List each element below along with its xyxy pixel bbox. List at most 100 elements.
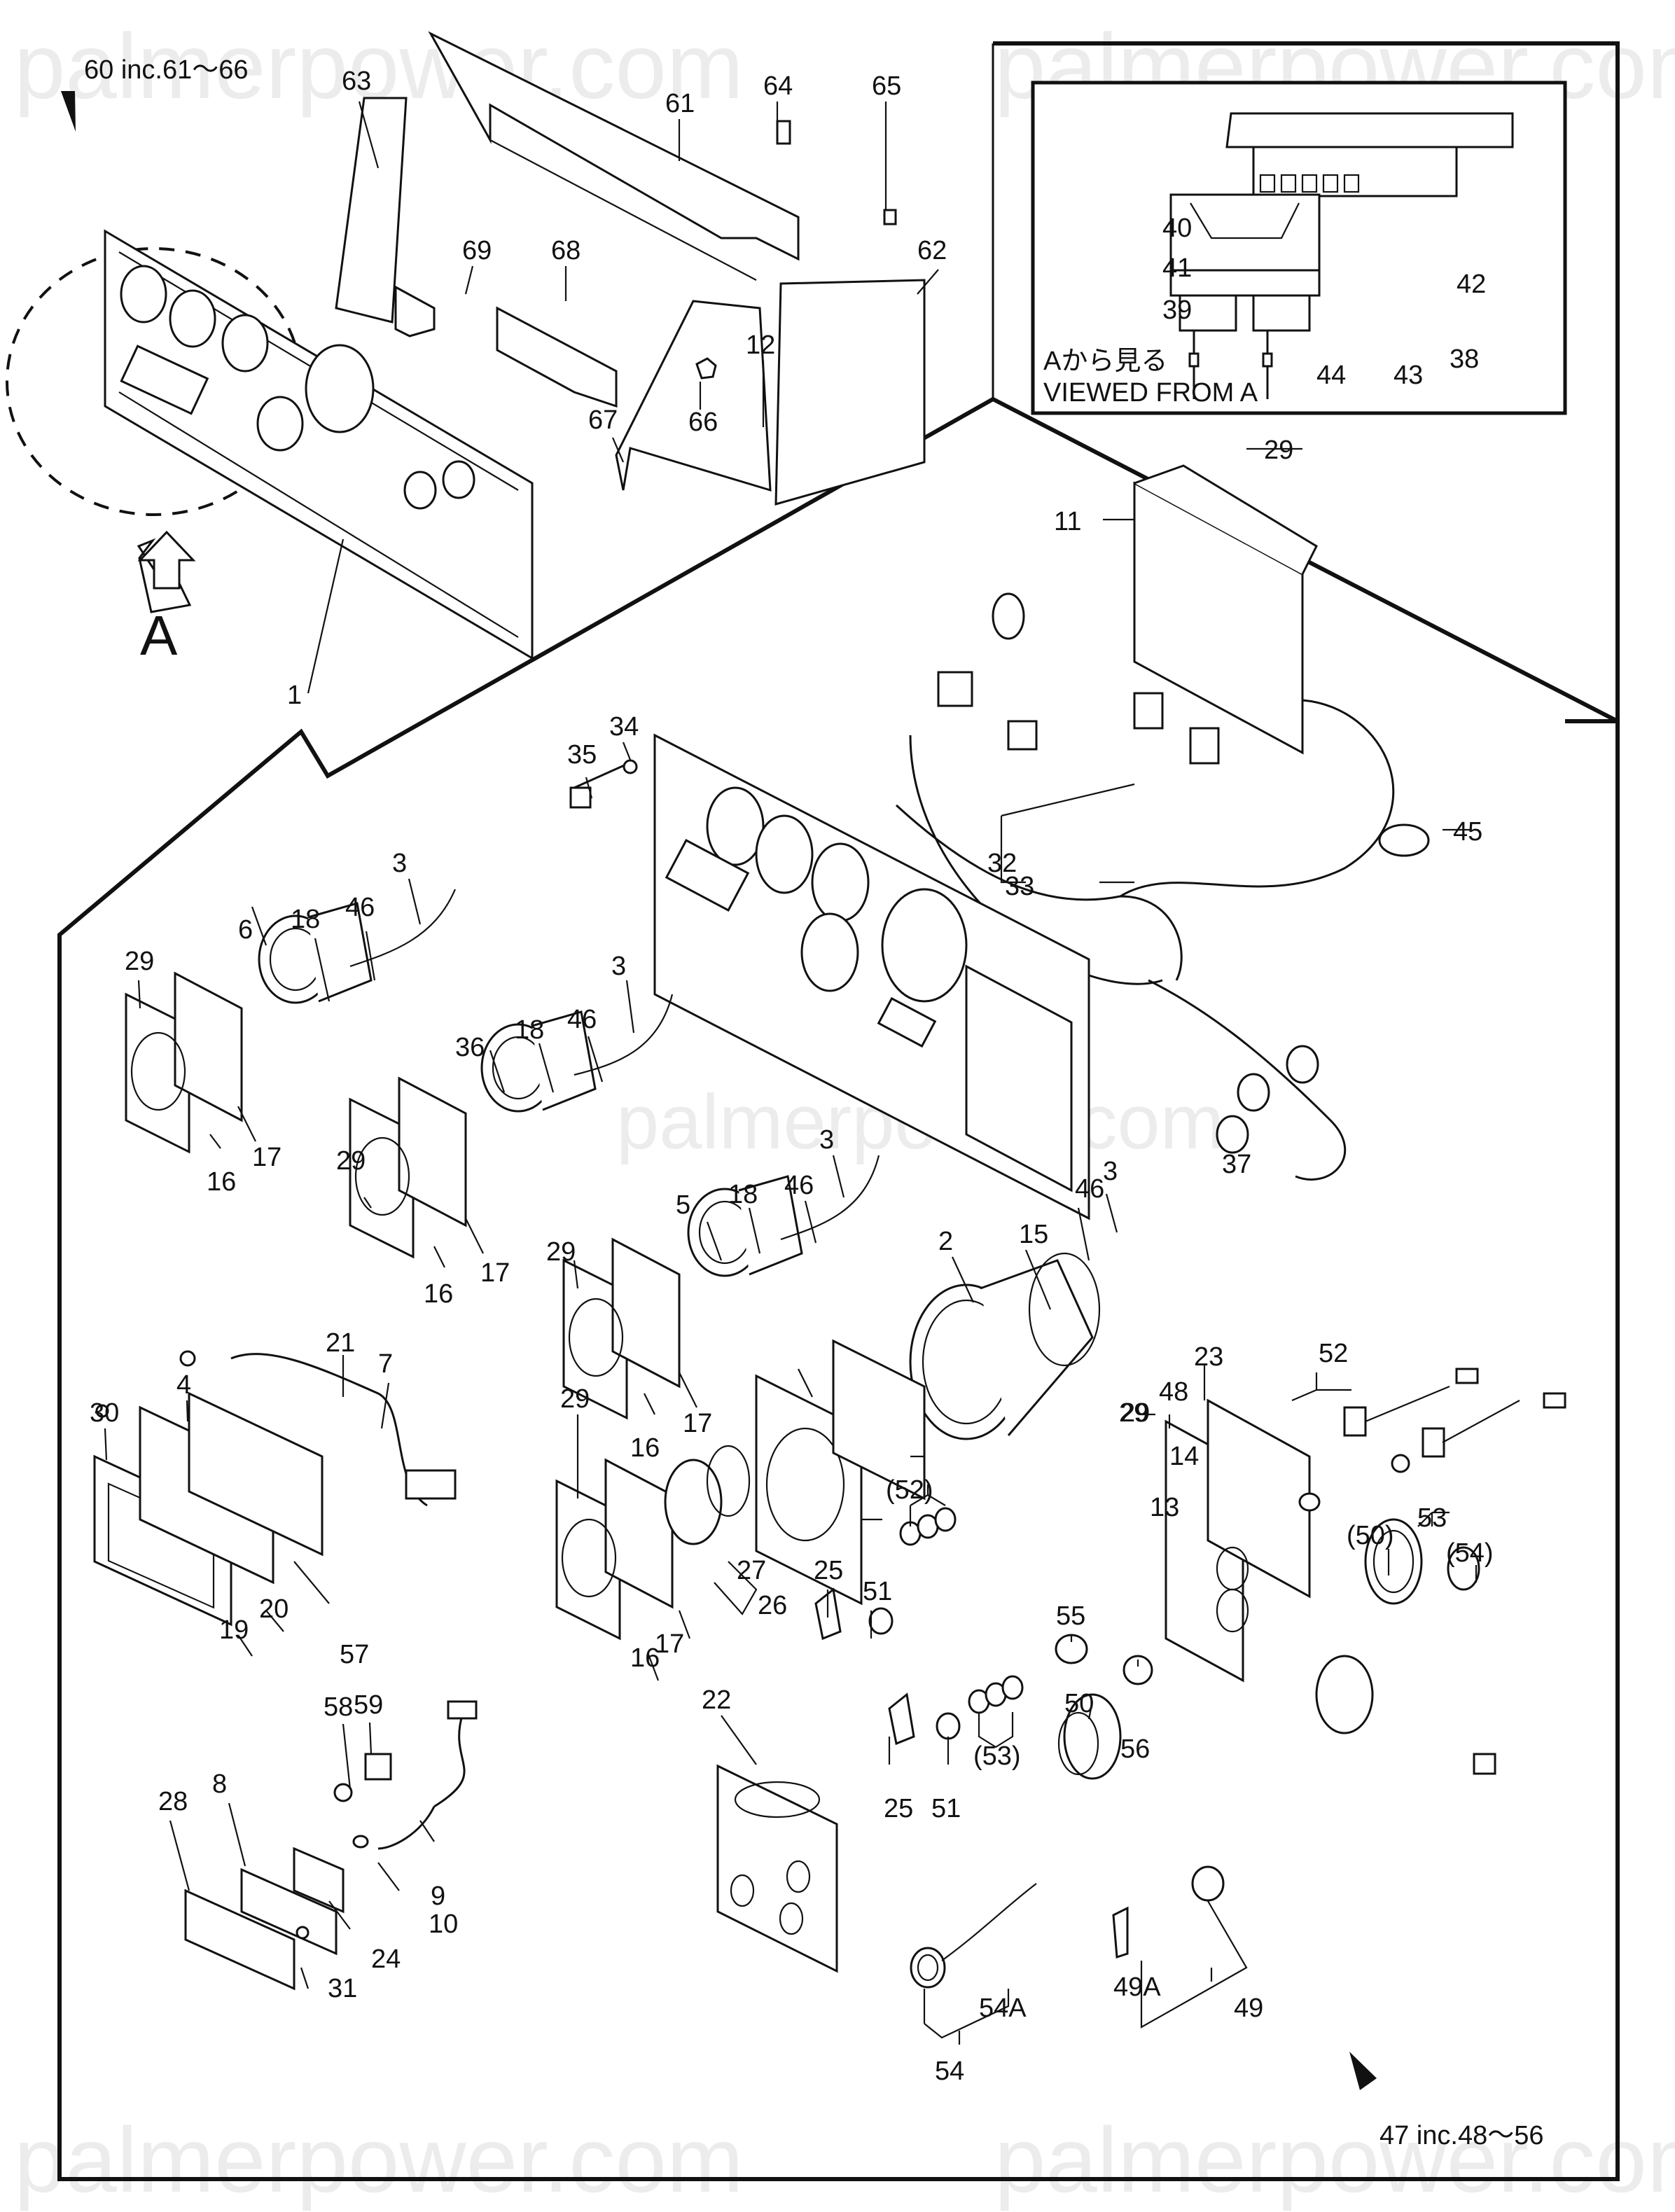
callout-57: 57 <box>340 1640 369 1669</box>
callout-65: 65 <box>872 71 901 101</box>
callout-37: 37 <box>1222 1150 1251 1179</box>
callout-61: 61 <box>665 89 695 118</box>
callout-17: 17 <box>683 1409 712 1438</box>
callout-20: 20 <box>259 1594 289 1624</box>
callout-3: 3 <box>1103 1157 1118 1186</box>
callout-58: 58 <box>324 1692 353 1722</box>
callout-31: 31 <box>328 1974 357 2003</box>
callout-19: 19 <box>219 1615 249 1645</box>
watermark-bottom-left: palmerpower.com <box>14 2108 744 2211</box>
bezels-16-17 <box>125 971 751 1641</box>
callout-18: 18 <box>515 1015 544 1045</box>
view-a-label: A <box>140 604 178 667</box>
callout-3: 3 <box>611 952 626 981</box>
callout-30: 30 <box>90 1398 119 1428</box>
callout-2: 2 <box>938 1227 953 1256</box>
callout-7: 7 <box>378 1349 393 1379</box>
callout-3: 3 <box>392 849 407 878</box>
callout-11: 11 <box>1054 507 1081 536</box>
watermark-bottom-right: palmerpower.com <box>994 2108 1675 2211</box>
callout-54: 54 <box>935 2057 964 2086</box>
callout-4: 4 <box>176 1370 191 1400</box>
callout-29: 29 <box>1264 436 1293 465</box>
callout-25: 25 <box>884 1794 913 1823</box>
control-panel-23 <box>1055 1368 1566 1780</box>
callout-22: 22 <box>702 1685 731 1715</box>
callout-26: 26 <box>758 1591 787 1620</box>
callout-32: 32 <box>987 849 1017 878</box>
leader-lines <box>104 101 1478 2045</box>
callout-18: 18 <box>728 1180 758 1209</box>
callout-29: 29 <box>336 1146 366 1176</box>
panel-22 <box>716 1764 838 1973</box>
view-a-arrow-icon <box>137 538 192 613</box>
part-1-instrument-panel <box>104 229 534 660</box>
callout-67: 67 <box>588 405 618 435</box>
inset-callout-42: 42 <box>1457 270 1486 299</box>
parts-60-brackets <box>335 31 926 506</box>
inset-callout-44: 44 <box>1316 361 1346 390</box>
group-note-47: 47 inc.48～56 <box>1379 2121 1544 2150</box>
callout-16: 16 <box>630 1643 660 1673</box>
callout-5: 5 <box>676 1190 690 1220</box>
callout-69: 69 <box>462 236 492 265</box>
switches-54a-49a <box>910 1865 1225 1989</box>
part-12-panel-plate <box>569 733 1090 1220</box>
callout-29: 29 <box>125 947 154 976</box>
callout-66: 66 <box>688 408 718 437</box>
callout-ref-54ref-: (54) <box>1446 1538 1494 1568</box>
callout-46: 46 <box>345 893 375 922</box>
callout-1: 1 <box>287 681 302 710</box>
display-57-group <box>93 1350 457 1627</box>
callout-29: 29 <box>546 1237 576 1267</box>
callout-6: 6 <box>238 915 253 945</box>
callout-16: 16 <box>424 1279 453 1309</box>
callout-15: 15 <box>1019 1220 1048 1249</box>
callout-12: 12 <box>746 331 775 360</box>
callout-54A: 54A <box>979 1994 1027 2023</box>
callout-16: 16 <box>207 1167 236 1197</box>
callout-53: 53 <box>1417 1503 1447 1533</box>
callout-29: 29 <box>560 1384 590 1414</box>
callout-49A: 49A <box>1113 1973 1161 2002</box>
callout-17: 17 <box>480 1258 510 1288</box>
group-marker-47-icon <box>1349 2052 1377 2090</box>
callout-16: 16 <box>630 1433 660 1463</box>
inset-viewed-from-a <box>1031 81 1567 415</box>
callout-68: 68 <box>551 236 581 265</box>
callout-10: 10 <box>429 1910 458 1939</box>
callout-ref-50ref-: (50) <box>1347 1521 1394 1550</box>
callout-49: 49 <box>1234 1994 1263 2023</box>
callout-64: 64 <box>763 71 793 101</box>
display-8-group <box>184 1700 478 1991</box>
callout-29: 29 <box>1120 1398 1150 1428</box>
callout-17: 17 <box>252 1143 282 1172</box>
callout-29: 29 <box>1119 1398 1148 1428</box>
callout-36: 36 <box>455 1033 485 1062</box>
gauge-2-speedometer <box>755 1252 1101 1606</box>
callout-51: 51 <box>863 1577 892 1606</box>
inset-callout-43: 43 <box>1393 361 1423 390</box>
callout-34: 34 <box>609 712 639 742</box>
callout-46: 46 <box>1075 1174 1104 1204</box>
callout-46: 46 <box>567 1005 597 1034</box>
inset-callout-38: 38 <box>1450 345 1479 374</box>
callout-ref-53ref-: (53) <box>973 1741 1021 1771</box>
group-marker-60-icon <box>61 91 76 132</box>
callout-13: 13 <box>1150 1493 1179 1522</box>
callout-35: 35 <box>567 740 597 770</box>
callout-46: 46 <box>784 1171 814 1200</box>
small-parts-25-51-52-53 <box>814 1507 1024 1746</box>
callout-17: 17 <box>655 1629 684 1659</box>
callout-8: 8 <box>212 1769 227 1799</box>
callout-48: 48 <box>1159 1377 1188 1407</box>
callout-3: 3 <box>819 1125 834 1155</box>
inset-caption-en: VIEWED FROM A <box>1043 378 1258 408</box>
view-a-up-arrow-icon <box>137 530 196 590</box>
callout-55: 55 <box>1056 1601 1085 1631</box>
callout-24: 24 <box>371 1945 401 1974</box>
callout-62: 62 <box>917 236 947 265</box>
callout-18: 18 <box>291 905 320 934</box>
